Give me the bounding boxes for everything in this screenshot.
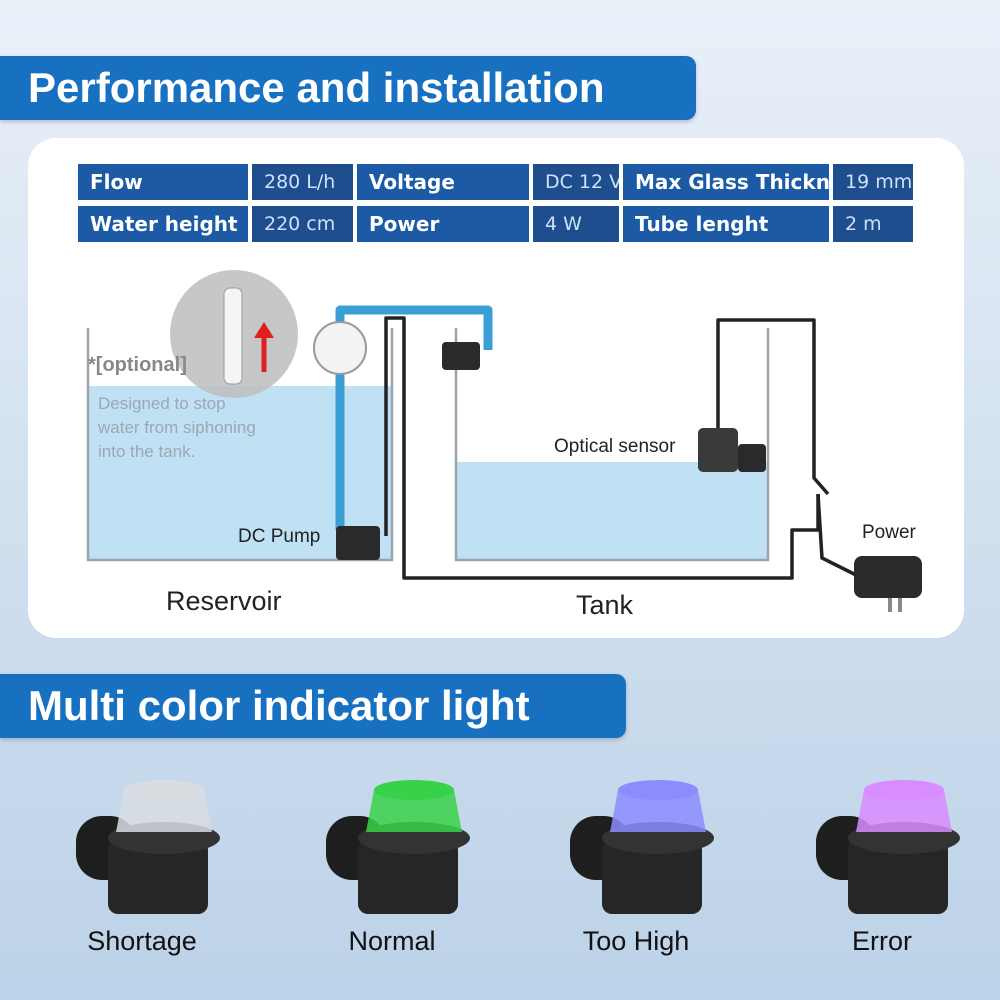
pump-cable: [384, 316, 820, 580]
reservoir-label: Reservoir: [166, 586, 282, 616]
sensor-error-icon: [816, 780, 960, 914]
dc-pump: [336, 526, 380, 560]
optional-label: *[optional]: [88, 354, 187, 376]
indicator-banner: Multi color indicator light: [0, 674, 626, 738]
sensor-shortage-icon: [76, 780, 220, 914]
spec-value-power: 4 W: [533, 206, 619, 242]
power-label: Power: [862, 522, 916, 543]
spec-table: Flow 280 L/h Voltage DC 12 V Max Glass T…: [78, 164, 922, 248]
optical-sensor-label: Optical sensor: [554, 436, 676, 457]
spec-value-flow: 280 L/h: [252, 164, 353, 200]
spec-label-tube: Tube lenght: [623, 206, 829, 242]
spec-row-1: Flow 280 L/h Voltage DC 12 V Max Glass T…: [78, 164, 922, 200]
performance-banner: Performance and installation: [0, 56, 696, 120]
indicator-label: Too High: [582, 926, 690, 956]
sensor-cable: [716, 318, 830, 496]
sensor-normal-icon: [326, 780, 470, 914]
installation-diagram: [86, 270, 922, 612]
indicator-label: Error: [852, 926, 912, 956]
power-cable: [816, 493, 859, 578]
power-adapter: [854, 556, 922, 598]
indicator-title: Multi color indicator light: [28, 682, 530, 729]
reservoir-outline: [86, 328, 394, 562]
spec-row-2: Water height 220 cm Power 4 W Tube lengh…: [78, 206, 922, 242]
indicator-shortage: Shortage: [42, 760, 242, 990]
spec-label-power: Power: [357, 206, 529, 242]
spec-value-voltage: DC 12 V: [533, 164, 619, 200]
performance-title: Performance and installation: [28, 64, 605, 111]
optical-sensor: [698, 428, 738, 472]
indicator-label: Normal: [348, 926, 436, 956]
indicator-error: Error: [782, 760, 982, 990]
dc-pump-label: DC Pump: [238, 526, 321, 547]
indicator-label: Shortage: [87, 926, 197, 956]
spec-label-glass: Max Glass Thickness: [623, 164, 829, 200]
indicator-normal: Normal: [292, 760, 492, 990]
optional-description: Designed to stop water from siphoning in…: [98, 394, 256, 461]
spec-label-voltage: Voltage: [357, 164, 529, 200]
spec-label-flow: Flow: [78, 164, 248, 200]
spec-label-height: Water height: [78, 206, 248, 242]
tank-label: Tank: [576, 590, 634, 620]
spec-value-tube: 2 m: [833, 206, 913, 242]
indicator-too-high: Too High: [536, 760, 736, 990]
outlet-nozzle: [442, 342, 480, 370]
tank-water: [456, 462, 768, 560]
tank-outline: [454, 328, 770, 562]
spec-value-height: 220 cm: [252, 206, 353, 242]
indicator-states: Shortage Normal Too High Error: [0, 760, 1000, 1000]
water-tube: [335, 305, 493, 530]
sensor-too-high-icon: [570, 780, 714, 914]
check-valve-zoom: [313, 321, 367, 375]
installation-card: Flow 280 L/h Voltage DC 12 V Max Glass T…: [28, 138, 964, 638]
spec-value-glass: 19 mm: [833, 164, 913, 200]
